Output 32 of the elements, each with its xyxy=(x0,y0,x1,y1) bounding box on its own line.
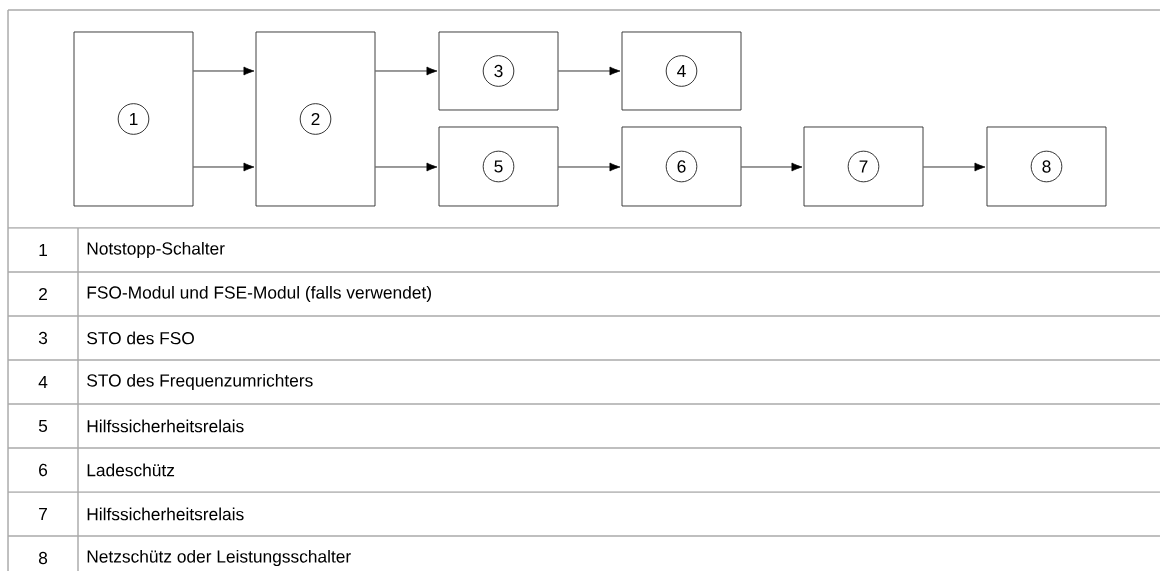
arrow xyxy=(923,162,986,172)
row-description: STO des Frequenzumrichters xyxy=(87,373,313,391)
row-number: 3 xyxy=(38,331,48,345)
row-number: 7 xyxy=(39,508,47,520)
process-box: 4 xyxy=(621,31,742,111)
process-box: 6 xyxy=(621,126,742,207)
row-description: Hilfssicherheitsrelais xyxy=(87,507,244,521)
arrow xyxy=(375,162,438,172)
arrow xyxy=(558,66,621,76)
row-number: 8 xyxy=(38,551,48,565)
arrow xyxy=(741,162,803,172)
arrow xyxy=(193,162,255,172)
row-number: 2 xyxy=(39,287,47,301)
arrow xyxy=(558,162,621,172)
process-box: 8 xyxy=(986,126,1107,207)
process-box: 5 xyxy=(438,126,559,207)
arrow xyxy=(375,66,438,76)
row-number: 1 xyxy=(39,244,47,256)
row-description: Notstopp-Schalter xyxy=(87,241,225,259)
row-description: Hilfssicherheitsrelais xyxy=(87,419,244,433)
row-description: Ladeschütz xyxy=(87,463,175,477)
process-box: 1 xyxy=(73,31,194,207)
process-box: 2 xyxy=(255,31,376,207)
row-number: 6 xyxy=(39,463,48,477)
row-number: 4 xyxy=(38,376,48,388)
row-number: 5 xyxy=(38,419,48,433)
process-box: 3 xyxy=(438,31,559,111)
row-description: STO des FSO xyxy=(87,331,194,345)
process-box: 7 xyxy=(803,126,924,207)
row-description: FSO-Modul und FSE-Modul (falls verwendet) xyxy=(87,285,431,303)
arrow xyxy=(193,66,255,76)
row-description: Netzschütz oder Leistungsschalter xyxy=(87,549,351,567)
